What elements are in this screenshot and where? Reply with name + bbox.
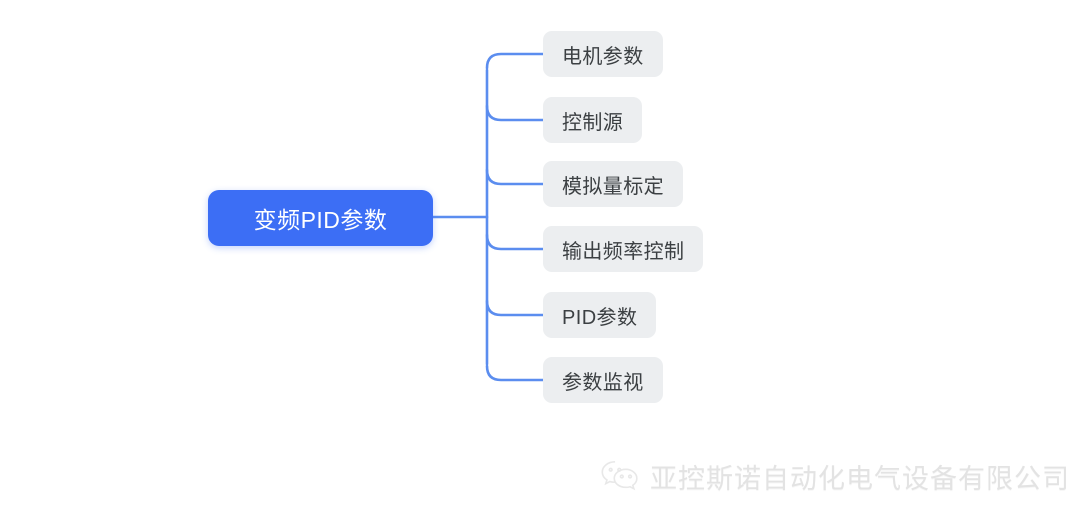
root-node-label: 变频PID参数 [253, 207, 388, 233]
child-node-output-frequency-control[interactable]: 输出频率控制 [543, 226, 704, 272]
connector-branch-0 [485, 52, 545, 70]
child-node-label: 参数监视 [562, 371, 644, 394]
wechat-icon [601, 461, 638, 491]
connector-branch-3 [485, 233, 545, 251]
connector-branch-5 [485, 364, 545, 382]
child-node-parameter-monitoring[interactable]: 参数监视 [543, 357, 663, 403]
root-node[interactable]: 变频PID参数 [208, 190, 433, 246]
watermark: 亚控斯诺自动化电气设备有限公司 [600, 452, 1070, 500]
child-node-label: 电机参数 [562, 45, 644, 68]
child-node-label: 模拟量标定 [562, 175, 664, 198]
connector-branch-4 [485, 299, 545, 317]
child-node-label: PID参数 [562, 306, 638, 329]
watermark-text: 亚控斯诺自动化电气设备有限公司 [650, 463, 1070, 494]
child-node-label: 控制源 [562, 111, 624, 134]
child-node-pid-parameters[interactable]: PID参数 [543, 292, 657, 338]
connector-branch-2 [485, 168, 545, 186]
connector-branch-1 [485, 104, 545, 122]
child-node-analog-calibration[interactable]: 模拟量标定 [543, 161, 683, 207]
child-node-label: 输出频率控制 [562, 240, 685, 263]
child-node-control-source[interactable]: 控制源 [543, 97, 643, 143]
child-node-motor-parameters[interactable]: 电机参数 [543, 31, 663, 77]
